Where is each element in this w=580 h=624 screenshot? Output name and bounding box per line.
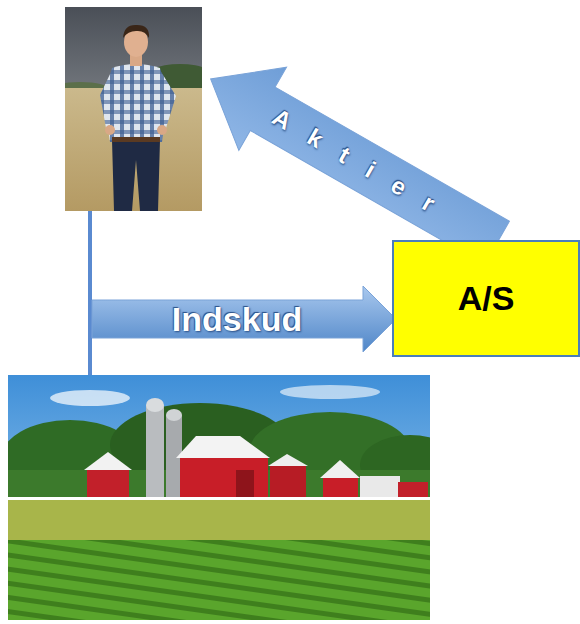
box-title: A/S [458, 279, 515, 318]
company-box: A/S [392, 240, 580, 357]
link-line [88, 211, 92, 375]
arrow-label: Aktier [267, 103, 459, 229]
farm-photo [8, 375, 430, 620]
farmer-photo [65, 7, 202, 211]
arrow-label: Indskud [172, 300, 302, 339]
contribution-arrow [92, 286, 396, 352]
